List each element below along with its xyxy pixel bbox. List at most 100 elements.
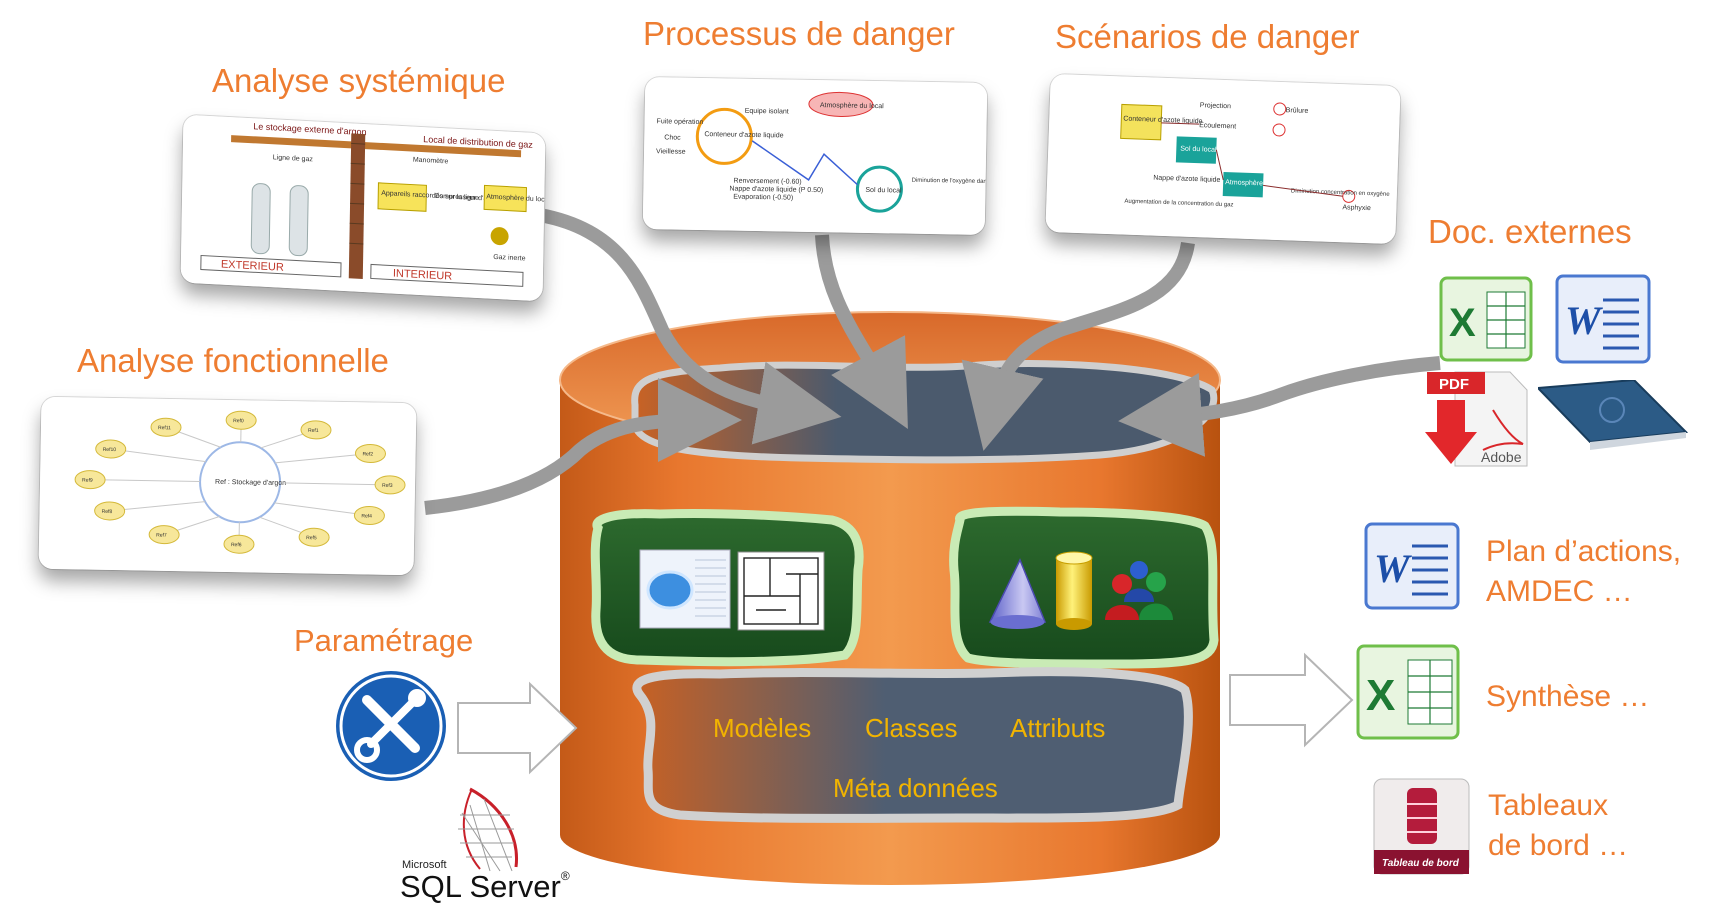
excel-doc-icon: X — [1437, 274, 1539, 366]
output-excel-icon: X — [1354, 642, 1466, 744]
cylinder-shape-icon — [1056, 558, 1092, 624]
function-node — [300, 420, 332, 440]
thumb-sc-brulure: Brûlure — [1286, 107, 1309, 115]
thumb-compresseur: Compresseur d'azote liquide — [434, 193, 523, 205]
function-node-label: Ref10 — [103, 447, 117, 453]
arrow-fonctionnelle — [424, 378, 742, 515]
function-node — [225, 410, 257, 430]
thumb-exterieur: EXTERIEUR — [221, 259, 284, 274]
pdf-doc-icon: PDF Adobe — [1425, 370, 1530, 470]
output-word-icon: W — [1362, 520, 1464, 614]
meta-data-pool — [632, 667, 1193, 823]
thumb-fuite: Fuite opération — [657, 118, 704, 126]
settings-tools-icon — [335, 670, 447, 782]
cone-base — [990, 615, 1045, 629]
label-attributs: Attributs — [1010, 713, 1106, 743]
thumb-evaporation: Evaporation (-0.50) — [733, 194, 793, 202]
function-node — [298, 527, 330, 547]
thumb-sc-nappe: Nappe d'azote liquide — [1153, 175, 1220, 184]
book-doc-icon — [1535, 378, 1689, 462]
function-node-label: Ref8 — [102, 509, 113, 515]
function-node-label: Ref7 — [156, 532, 167, 538]
label-plan-line1: Plan d’actions, — [1486, 535, 1682, 568]
function-link — [280, 482, 391, 486]
label-meta-donnees: Méta données — [833, 773, 998, 803]
thumb-func-center: Ref : Stockage d'argon — [215, 479, 286, 487]
thumb-sc-projection: Projection — [1200, 102, 1231, 110]
function-link — [274, 502, 370, 516]
function-link — [110, 448, 206, 463]
thumb-sc-diminution: Diminution concentration en oxygène — [1291, 188, 1391, 197]
thumb-analyse-systemique: Le stockage externe d'argon Local de dis… — [180, 114, 546, 302]
thumb-scenarios-danger: Conteneur d'azote liquide Sol du local A… — [1045, 73, 1401, 245]
gas-bottle-1 — [250, 183, 271, 255]
thumb-processus-danger: Atmosphère du local Conteneur d'azote li… — [642, 77, 988, 235]
function-link — [275, 452, 371, 464]
function-node — [94, 501, 126, 521]
function-node-label: Ref5 — [306, 535, 317, 541]
function-node — [223, 534, 255, 554]
sql-microsoft-label: Microsoft — [402, 859, 447, 871]
function-link — [90, 479, 201, 483]
adobe-label: Adobe — [1481, 449, 1522, 465]
thumb-sol: Sol du local — [865, 187, 902, 195]
users-group-icon — [1105, 561, 1173, 620]
arrow-doc-externes — [1118, 356, 1441, 457]
function-node — [74, 470, 106, 490]
gas-drum — [490, 227, 509, 246]
label-plan-actions: Plan d’actions, AMDEC … — [1486, 532, 1681, 612]
thumb-manometre: Manomètre — [413, 157, 449, 166]
arrow-scenarios — [961, 241, 1195, 451]
label-tableaux-line2: de bord … — [1488, 829, 1629, 862]
thumb-diminution: Diminution de l'oxygène dans l'atmosphèr… — [912, 178, 988, 186]
output-word-letter: W — [1374, 546, 1412, 591]
thumb-cloud: Atmosphère du local — [820, 102, 884, 110]
label-doc-externes: Doc. externes — [1428, 213, 1632, 250]
function-node — [148, 525, 180, 545]
label-analyse-fonctionnelle: Analyse fonctionnelle — [77, 342, 389, 379]
function-node-label: Ref1 — [308, 428, 319, 434]
sql-server-name: SQL Server® — [400, 869, 570, 905]
label-tableaux-line1: Tableaux — [1488, 789, 1609, 822]
dashboard-icon-label: Tableau de bord — [1382, 858, 1460, 869]
arrow-outputs — [1229, 652, 1354, 748]
sol-circle — [855, 165, 903, 213]
thumb-sc-conteneur: Conteneur d'azote liquide — [1123, 115, 1202, 125]
label-classes: Classes — [865, 713, 958, 743]
label-parametrage: Paramétrage — [294, 623, 474, 658]
function-node — [353, 505, 385, 525]
function-node-label: Ref11 — [158, 425, 171, 431]
thumb-gaz: Gaz inerte — [493, 254, 526, 263]
globe-icon — [646, 570, 694, 610]
function-link — [109, 501, 206, 512]
word-letter: W — [1565, 298, 1603, 343]
label-synthese: Synthèse … — [1486, 680, 1650, 713]
thumb-sc-ecoulement: Écoulement — [1199, 120, 1236, 130]
sql-reg-mark: ® — [560, 869, 570, 883]
gas-bottle-2 — [288, 185, 309, 257]
function-node-label: Ref4 — [361, 513, 372, 519]
function-node-label: Ref9 — [82, 477, 93, 483]
thumb-renversement: Renversement (-0.60) — [733, 178, 801, 186]
wall — [348, 133, 366, 279]
arrow-systemique — [538, 208, 842, 445]
atmosphere-box — [483, 184, 527, 213]
floor-plan-icon — [737, 551, 825, 631]
label-processus-danger: Processus de danger — [643, 15, 955, 52]
thumb-equipe: Equipe isolant — [745, 108, 789, 116]
database-top-pool — [631, 360, 1218, 464]
function-node — [150, 417, 182, 437]
conteneur-circle — [695, 107, 753, 165]
appareils-box — [377, 182, 427, 212]
output-dashboard-icon: Tableau de bord — [1373, 778, 1470, 875]
word-doc-icon: W — [1553, 272, 1655, 368]
sql-server-text: SQL Server — [400, 869, 561, 904]
label-tableaux-bord: Tableaux de bord … — [1488, 786, 1628, 866]
function-node — [354, 443, 386, 463]
scenario-atmosphere-box — [1222, 172, 1264, 198]
cylinder-top — [1055, 551, 1093, 565]
thumb-conteneur: Conteneur d'azote liquide — [704, 131, 783, 139]
thumb-sc-asphyxie: Asphyxie — [1342, 204, 1371, 212]
